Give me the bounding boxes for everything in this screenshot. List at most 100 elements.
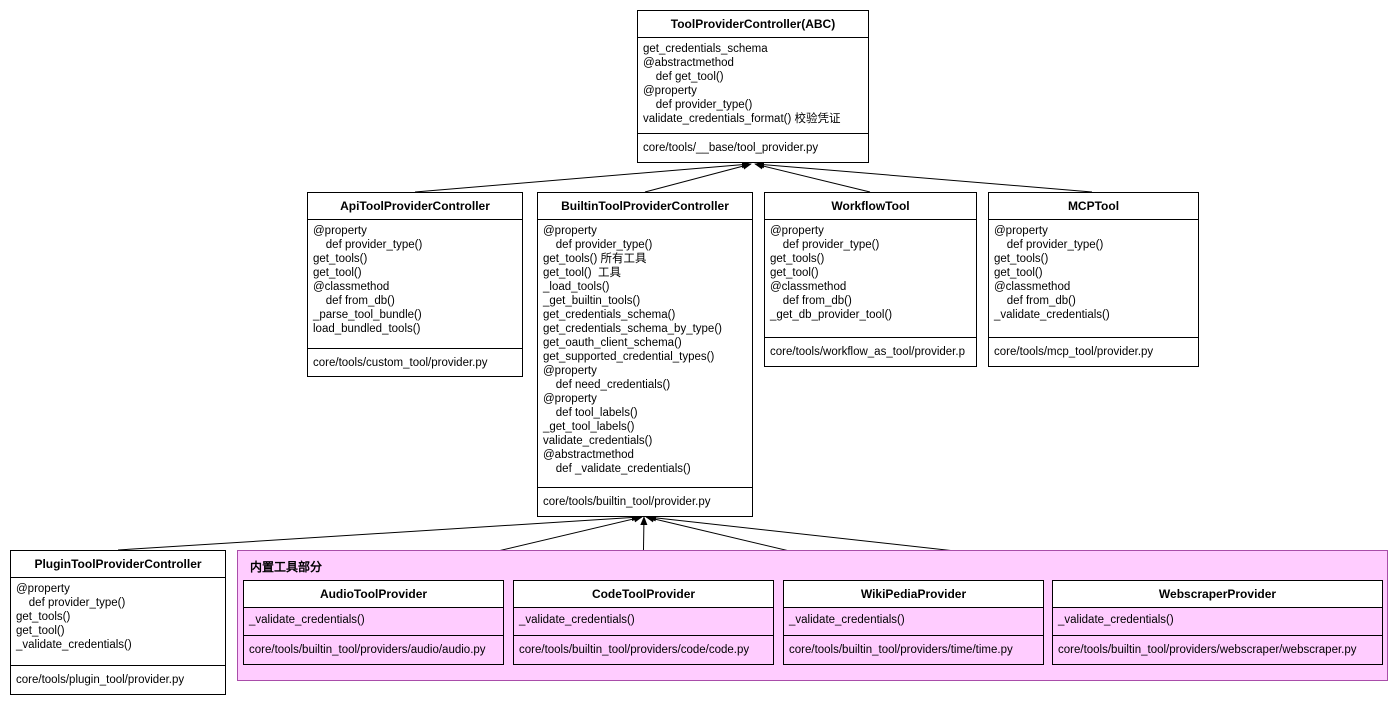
member-line: def provider_type() [994,239,1104,251]
class-name: ToolProviderController(ABC) [638,11,868,38]
member-line: def provider_type() [543,239,653,251]
member-line: get_credentials_schema() [543,309,676,321]
member-line: @property [643,85,697,97]
member-line: get_credentials_schema [643,43,768,55]
member-line: get_tool() [770,267,819,279]
member-line: def need_credentials() [543,379,671,391]
member-line: _load_tools() [543,281,610,293]
member-line: _validate_credentials() [789,614,905,626]
class-members: @property def provider_type() get_tools()… [308,220,522,349]
member-line: _parse_tool_bundle() [313,309,422,321]
class-members: @property def provider_type() get_tools()… [765,220,976,338]
member-line: @property [543,393,597,405]
member-line: @property [770,225,824,237]
arrow-api-to-base [414,161,751,193]
member-line: _validate_credentials() [519,614,635,626]
member-line: _validate_credentials() [1058,614,1174,626]
class-name: CodeToolProvider [514,581,773,608]
class-path: core/tools/workflow_as_tool/provider.p [770,346,965,358]
member-line: get_tool() [313,267,362,279]
class-name: WikiPediaProvider [784,581,1043,608]
member-line: @property [16,583,70,595]
class-plugin-tool-provider-controller[interactable]: PluginToolProviderController @property d… [10,550,226,695]
member-line: def tool_labels() [543,407,638,419]
member-line: @property [543,365,597,377]
member-line: validate_credentials_format() 校验凭证 [643,113,841,125]
class-name: AudioToolProvider [244,581,503,608]
class-webscraper-provider[interactable]: WebscraperProvider _validate_credentials… [1052,580,1383,665]
member-line: _validate_credentials() [249,614,365,626]
member-line: get_supported_credential_types() [543,351,715,363]
class-members: @property def provider_type() get_tools()… [989,220,1198,338]
class-members: get_credentials_schema @abstractmethod de… [638,38,868,134]
class-members: _validate_credentials() [1053,608,1382,636]
class-members: @property def provider_type() get_tools()… [11,578,225,666]
member-line: @classmethod [770,281,847,293]
member-line: def _validate_credentials() [543,463,691,475]
class-members: _validate_credentials() [244,608,503,636]
member-line: def provider_type() [16,597,126,609]
member-line: def from_db() [770,295,852,307]
member-line: def from_db() [994,295,1076,307]
class-path: core/tools/__base/tool_provider.py [643,142,819,154]
member-line: def provider_type() [643,99,753,111]
member-line: _get_tool_labels() [543,421,635,433]
class-workflow-tool[interactable]: WorkflowTool @property def provider_type… [764,192,977,367]
class-members: @property def provider_type() get_tools()… [538,220,752,488]
member-line: get_tool() 工具 [543,267,621,279]
class-builtin-tool-provider-controller[interactable]: BuiltinToolProviderController @property … [537,192,753,517]
class-name: ApiToolProviderController [308,193,522,220]
member-line: _get_builtin_tools() [543,295,641,307]
class-members: _validate_credentials() [784,608,1043,636]
arrow-mcp-to-base [755,161,1093,193]
arrow-workflow-to-base [754,162,871,193]
member-line: get_tools() [16,611,71,623]
class-path: core/tools/builtin_tool/providers/time/t… [789,644,1013,656]
class-api-tool-provider-controller[interactable]: ApiToolProviderController @property def … [307,192,523,377]
class-path: core/tools/plugin_tool/provider.py [16,674,185,686]
class-path: core/tools/builtin_tool/provider.py [543,496,711,508]
member-line: validate_credentials() [543,435,653,447]
member-line: load_bundled_tools() [313,323,421,335]
member-line: @property [313,225,367,237]
class-path: core/tools/mcp_tool/provider.py [994,346,1154,358]
member-line: def provider_type() [770,239,880,251]
class-path: core/tools/custom_tool/provider.py [313,356,488,369]
member-line: get_tools() [770,253,825,265]
class-name: WebscraperProvider [1053,581,1382,608]
class-mcp-tool[interactable]: MCPTool @property def provider_type()get… [988,192,1199,367]
member-line: get_tool() [994,267,1043,279]
member-line: @property [543,225,597,237]
class-name: PluginToolProviderController [11,551,225,578]
member-line: @abstractmethod [643,57,734,69]
member-line: get_tools() [994,253,1049,265]
group-title: 内置工具部分 [250,560,323,574]
class-tool-provider-controller[interactable]: ToolProviderController(ABC) get_credenti… [637,10,869,163]
arrow-builtin-to-base [644,162,752,193]
class-audio-tool-provider[interactable]: AudioToolProvider _validate_credentials(… [243,580,504,665]
member-line: @abstractmethod [543,449,634,461]
member-line: @classmethod [313,281,390,293]
arrow-plugin-to-builtin [117,513,641,551]
member-line: get_tools() 所有工具 [543,253,647,265]
class-name: WorkflowTool [765,193,976,220]
member-line: get_credentials_schema_by_type() [543,323,722,335]
member-line: _validate_credentials() [994,309,1110,321]
class-code-tool-provider[interactable]: CodeToolProvider _validate_credentials()… [513,580,774,665]
member-line: def provider_type() [313,239,423,251]
class-path: core/tools/builtin_tool/providers/audio/… [249,644,486,656]
class-path: core/tools/builtin_tool/providers/code/c… [519,644,750,656]
class-wikipedia-provider[interactable]: WikiPediaProvider _validate_credentials(… [783,580,1044,665]
member-line: get_oauth_client_schema() [543,337,682,349]
member-line: get_tool() [16,625,65,637]
class-path: core/tools/builtin_tool/providers/webscr… [1058,644,1357,656]
member-line: def from_db() [313,295,395,307]
member-line: get_tools() [313,253,368,265]
member-line: _validate_credentials() [16,639,132,651]
class-name: MCPTool [989,193,1198,220]
class-members: _validate_credentials() [514,608,773,636]
member-line: _get_db_provider_tool() [770,309,893,321]
member-line: def get_tool() [643,71,724,83]
member-line: @property [994,225,1048,237]
class-name: BuiltinToolProviderController [538,193,752,220]
